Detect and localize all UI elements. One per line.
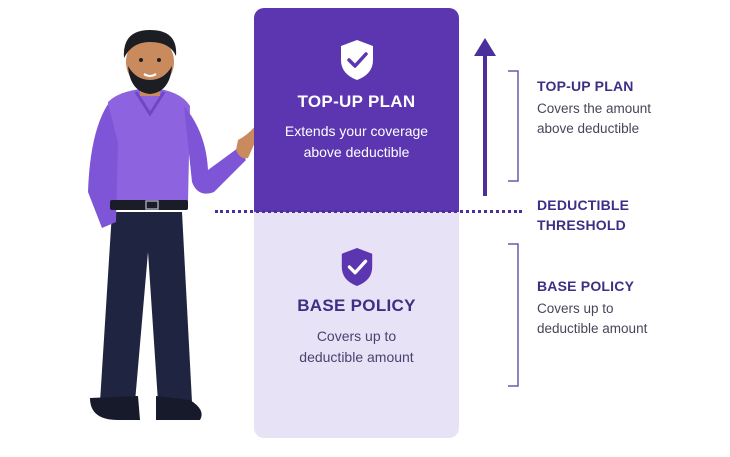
arrow-up-icon xyxy=(474,38,496,196)
base-label-description: Covers up to deductible amount xyxy=(537,299,647,339)
top-up-plan-block: TOP-UP PLAN Extends your coverage above … xyxy=(254,8,459,212)
deductible-threshold-line xyxy=(215,210,522,213)
base-policy-label: BASE POLICY Covers up to deductible amou… xyxy=(537,276,647,339)
top-up-label: TOP-UP PLAN Covers the amount above dedu… xyxy=(537,76,651,139)
top-up-label-description: Covers the amount above deductible xyxy=(537,99,651,139)
base-policy-description: Covers up to deductible amount xyxy=(299,328,414,365)
shield-check-icon xyxy=(340,40,373,80)
top-up-bracket xyxy=(508,70,519,182)
top-up-label-title: TOP-UP PLAN xyxy=(537,78,634,94)
base-policy-block: BASE POLICY Covers up to deductible amou… xyxy=(254,212,459,438)
threshold-label-line2: THRESHOLD xyxy=(537,217,626,233)
base-policy-bracket xyxy=(508,243,519,387)
person-illustration xyxy=(88,30,264,420)
base-label-title: BASE POLICY xyxy=(537,278,635,294)
top-up-label-line1: Covers the amount xyxy=(537,101,652,116)
deductible-threshold-label: DEDUCTIBLE THRESHOLD xyxy=(537,195,629,235)
threshold-label-line1: DEDUCTIBLE xyxy=(537,197,630,213)
base-label-line1: Covers up to xyxy=(537,301,614,316)
top-up-plan-title: TOP-UP PLAN xyxy=(297,92,416,111)
base-policy-title: BASE POLICY xyxy=(297,296,416,315)
top-up-label-line2: above deductible xyxy=(537,121,640,136)
base-label-line2: deductible amount xyxy=(537,321,648,336)
top-up-plan-description: Extends your coverage above deductible xyxy=(284,123,429,160)
shield-check-icon xyxy=(341,248,372,286)
